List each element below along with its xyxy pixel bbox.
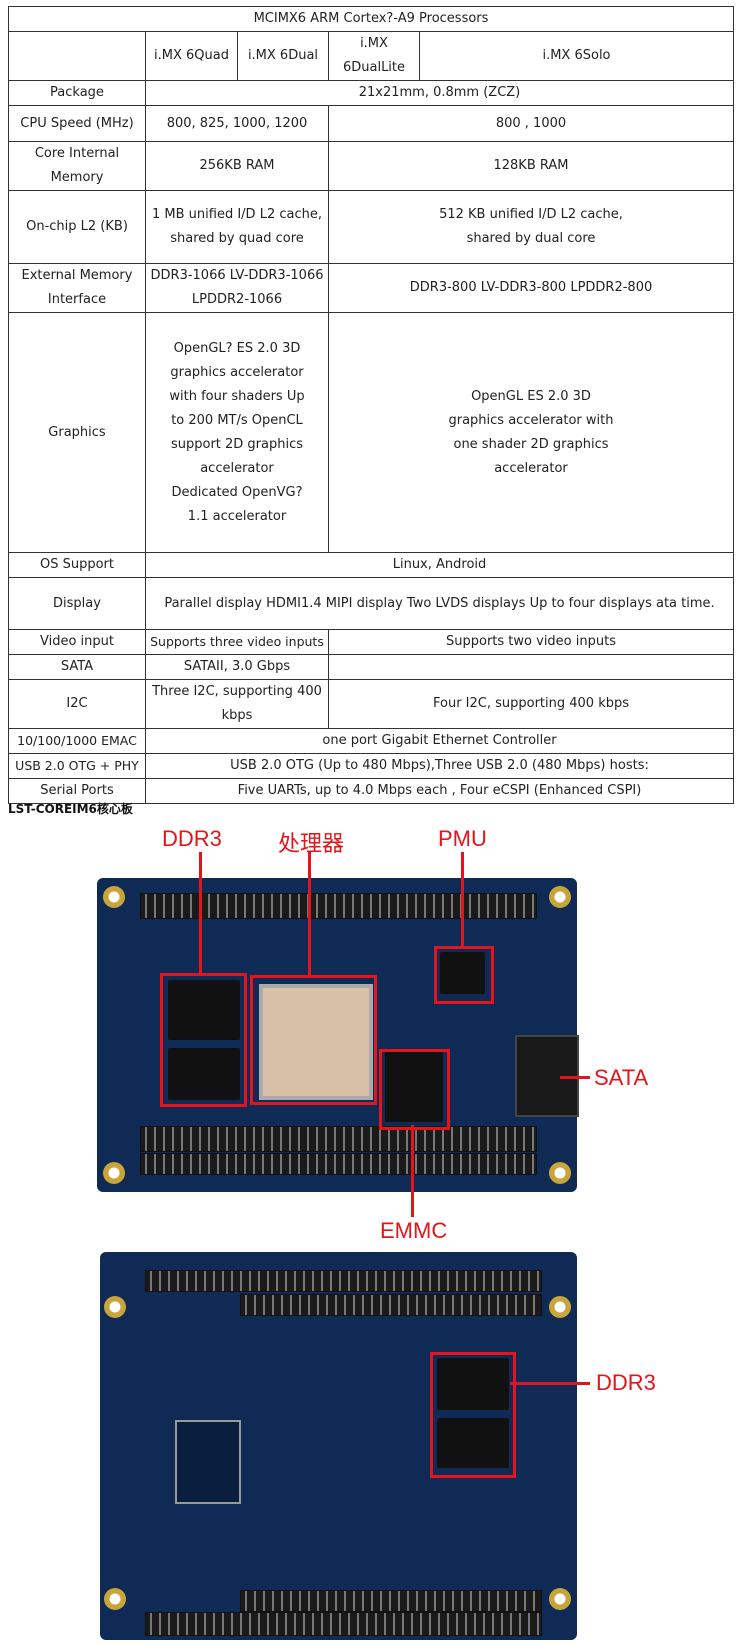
bottom-ddr3-highlight — [430, 1352, 516, 1478]
row-label: CPU Speed (MHz) — [8, 105, 146, 142]
header-solo: i.MX 6Solo — [419, 31, 734, 81]
cell — [328, 654, 734, 680]
row-label: Display — [8, 577, 146, 630]
cell: 800 , 1000 — [328, 105, 734, 142]
label-processor: 处理器 — [278, 831, 345, 856]
row-label: I2C — [8, 679, 146, 729]
cpu-highlight — [250, 975, 377, 1105]
cell: 128KB RAM — [328, 141, 734, 191]
row-label: Video input — [8, 629, 146, 655]
pmu-highlight — [434, 946, 494, 1004]
board-caption: LST-COREIM6核心板 — [8, 802, 133, 816]
cell: USB 2.0 OTG (Up to 480 Mbps),Three USB 2… — [145, 753, 734, 779]
cell: Supports three video inputs — [145, 629, 329, 655]
row-label: OS Support — [8, 552, 146, 578]
header-duallite: i.MX 6DualLite — [328, 31, 420, 81]
row-label: External Memory Interface — [8, 263, 146, 313]
cell: SATAII, 3.0 Gbps — [145, 654, 329, 680]
row-label: Graphics — [8, 312, 146, 553]
cell: 512 KB unified I/D L2 cache, shared by d… — [328, 190, 734, 264]
row-label: On-chip L2 (KB) — [8, 190, 146, 264]
cell: Five UARTs, up to 4.0 Mbps each , Four e… — [145, 778, 734, 804]
label-ddr3: DDR3 — [162, 826, 222, 851]
table-row: On-chip L2 (KB)1 MB unified I/D L2 cache… — [8, 190, 734, 264]
cell: Four I2C, supporting 400 kbps — [328, 679, 734, 729]
header-quad: i.MX 6Quad — [145, 31, 238, 81]
row-label: Serial Ports — [8, 778, 146, 804]
table-title: MCIMX6 ARM Cortex?-A9 Processors — [8, 6, 734, 32]
header-dual: i.MX 6Dual — [237, 31, 329, 81]
cell: Supports two video inputs — [328, 629, 734, 655]
label-emmc: EMMC — [380, 1218, 448, 1243]
emmc-highlight — [379, 1049, 450, 1130]
row-label: USB 2.0 OTG + PHY — [8, 753, 146, 779]
label-sata: SATA — [594, 1065, 649, 1090]
label-bottom-ddr3: DDR3 — [596, 1370, 656, 1395]
cell: Linux, Android — [145, 552, 734, 578]
label-pmu: PMU — [438, 826, 487, 851]
row-label: Package — [8, 80, 146, 106]
cell: 256KB RAM — [145, 141, 329, 191]
cell: DDR3-800 LV-DDR3-800 LPDDR2-800 — [328, 263, 734, 313]
cell: 800, 825, 1000, 1200 — [145, 105, 329, 142]
cell: Parallel display HDMI1.4 MIPI display Tw… — [145, 577, 734, 630]
row-label: 10/100/1000 EMAC — [8, 728, 146, 754]
row-label: SATA — [8, 654, 146, 680]
ddr3-highlight — [160, 973, 247, 1107]
row-label: Core Internal Memory — [8, 141, 146, 191]
cell: 1 MB unified I/D L2 cache, shared by qua… — [145, 190, 329, 264]
header-empty — [8, 31, 146, 81]
cell: Three I2C, supporting 400 kbps — [145, 679, 329, 729]
spec-table: MCIMX6 ARM Cortex?-A9 Processors i.MX 6Q… — [8, 6, 734, 804]
cell: DDR3-1066 LV-DDR3-1066 LPDDR2-1066 — [145, 263, 329, 313]
cell: OpenGL? ES 2.0 3D graphics accelerator w… — [145, 312, 329, 553]
cell: one port Gigabit Ethernet Controller — [145, 728, 734, 754]
cell: OpenGL ES 2.0 3D graphics accelerator wi… — [328, 312, 734, 553]
cell: 21x21mm, 0.8mm (ZCZ) — [145, 80, 734, 106]
